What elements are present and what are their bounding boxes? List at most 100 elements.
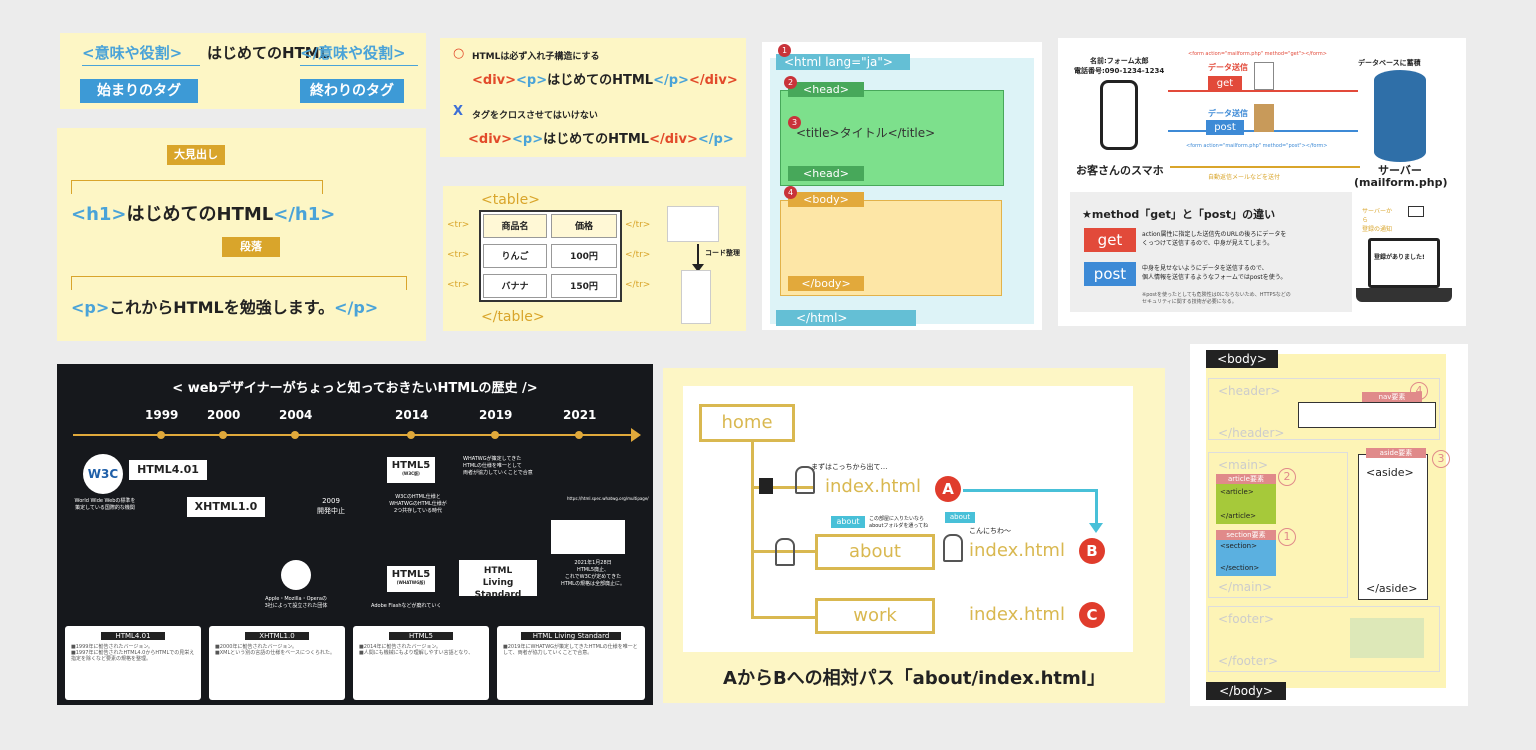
h1-open-tag: <h1> xyxy=(71,204,127,225)
walking-person-icon xyxy=(775,538,795,566)
code-thumbnail xyxy=(667,206,719,242)
html5-sub: (W3C版) xyxy=(402,471,420,476)
footer-open-tag: <footer> xyxy=(1218,612,1275,626)
panel-relative-path: home about work index.html A index.html … xyxy=(663,368,1165,703)
post-description: 中身を見せないようにデータを送信するので、 個人情報を送信するようなフォームでは… xyxy=(1142,265,1287,281)
method-diff-title: ★method「get」と「post」の違い xyxy=(1082,208,1276,221)
tr-tag: <tr> xyxy=(447,280,470,290)
code-thumbnail xyxy=(681,270,711,324)
whatwg-agreement-note: WHATWGが策定してきた HTMLの仕様を唯一として 両者が協力していくことで… xyxy=(463,456,533,476)
form-post-code: <form action="mailform.php" method="post… xyxy=(1186,143,1328,149)
year-label: 2021 xyxy=(563,408,597,422)
marker-a: A xyxy=(935,476,961,502)
get-description: action属性に指定した送信先のURLの後ろにデータを くっつけて送信するので… xyxy=(1142,231,1287,247)
section-box xyxy=(1216,534,1276,576)
section-open-tag: <section> xyxy=(1220,542,1257,550)
panel-table: <table> </table> <tr> <tr> <tr> </tr> </… xyxy=(443,186,746,331)
walking-person-icon xyxy=(795,466,815,494)
text: はじめてのHTML xyxy=(547,73,654,88)
div-close: </div> xyxy=(649,132,698,147)
history-card: XHTML1.0■2000年に勧告されたバージョン。 ■XMLという別の言語の仕… xyxy=(209,626,345,700)
open-tag-text: <意味や役割> xyxy=(82,44,183,62)
nav-label: nav要素 xyxy=(1362,392,1422,402)
history-title: < webデザイナーがちょっと知っておきたいHTMLの歴史 /> xyxy=(172,381,538,396)
server-label: サーバー xyxy=(1378,164,1422,177)
year-label: 1999 xyxy=(145,408,179,422)
whatwg-description: Apple・Mozilla・Operaの 3社によって設立された団体 xyxy=(264,596,328,609)
aside-close-tag: </aside> xyxy=(1366,582,1418,595)
xhtml-box: XHTML1.0 xyxy=(187,497,265,517)
walk-message: この部屋に入りたいなら aboutフォルダを通ってね xyxy=(869,516,929,529)
nesting-rule-label: HTMLは必ず入れ子構造にする xyxy=(472,52,600,62)
spec-thumbnail xyxy=(551,520,625,554)
html-close-tag: </html> xyxy=(776,310,916,326)
walk-message: まずはこっちから出て… xyxy=(811,463,888,471)
footer-area xyxy=(1208,606,1440,672)
h1-line: <h1>はじめてのHTML</h1> xyxy=(71,200,335,226)
coexist-note: W3CのHTML仕様と WHATWGのHTML仕様が 2つ共存している時代 xyxy=(389,494,447,514)
cross-rule-label: タグをクロスさせてはいけない xyxy=(472,111,598,121)
down-arrow-icon xyxy=(692,264,704,272)
p-line: <p>これからHTMLを勉強します。</p> xyxy=(71,294,378,318)
html5-label: HTML5 xyxy=(391,460,431,471)
bracket xyxy=(71,180,323,194)
get-arrow xyxy=(1168,90,1358,92)
html-open-tag: <html lang="ja"> xyxy=(776,54,910,70)
database-icon xyxy=(1374,70,1426,162)
walking-person-icon xyxy=(943,534,963,562)
table-cell: 価格 xyxy=(551,214,617,238)
html5-sub: (WHATWG版) xyxy=(396,580,426,585)
bracket xyxy=(71,276,407,290)
heading-label: 大見出し xyxy=(167,145,225,165)
wrong-example: <div><p>はじめてのHTML</div></p> xyxy=(468,128,734,147)
card-title: HTML Living Standard xyxy=(521,632,621,640)
timeline-dot xyxy=(491,431,499,439)
tree-line xyxy=(751,550,815,553)
h1-close-tag: </h1> xyxy=(273,204,336,225)
timeline-line xyxy=(73,434,633,436)
table-cell: 100円 xyxy=(551,244,617,268)
table-cell: 150円 xyxy=(551,274,617,298)
history-card: HTML5■2014年に勧告されたバージョン。 ■人間にも機械にもより理解しやす… xyxy=(353,626,489,700)
step-badge: 2 xyxy=(1278,468,1296,486)
card-text: ■1999年に勧告されたバージョン。 ■1997年に勧告されたHTML4.0から… xyxy=(71,644,195,662)
panel-get-post: 名前:フォーム太郎 電話番号:090-1234-1234 お客さんのスマホ <f… xyxy=(1058,38,1466,326)
h1-text: はじめてのHTML xyxy=(126,204,274,225)
div-open: <div> xyxy=(472,73,517,88)
div-close: </div> xyxy=(688,73,738,88)
panel-semantic-layout: <body> </body> <header> </header> nav要素 … xyxy=(1190,344,1468,706)
work-folder: work xyxy=(815,598,935,634)
end-tag-label: 終わりのタグ xyxy=(300,79,404,103)
relative-path-caption: AからBへの相対パス「about/index.html」 xyxy=(723,668,1105,689)
walk-message: こんにちわ〜 xyxy=(969,527,1011,535)
wrong-icon: X xyxy=(453,104,464,119)
p-close: </p> xyxy=(653,73,689,88)
p-open-tag: <p> xyxy=(71,298,110,317)
p-open: <p> xyxy=(512,132,544,147)
whatwg-logo xyxy=(281,560,311,590)
timeline-arrow-icon xyxy=(631,428,641,442)
title-tag: <title>タイトル</title> xyxy=(796,126,936,140)
dev-stop-label: 2009 開発中止 xyxy=(317,497,345,515)
header-close-tag: </header> xyxy=(1218,426,1285,440)
p-open: <p> xyxy=(516,73,548,88)
step-badge: 3 xyxy=(788,116,801,129)
panel-tag-structure: <意味や役割> はじめてのHTML </意味や役割> 始まりのタグ 終わりのタグ xyxy=(60,33,426,109)
tr-tag: <tr> xyxy=(447,220,470,230)
timeline-dot xyxy=(219,431,227,439)
about-folder: about xyxy=(815,534,935,570)
head-close-tag: <head> xyxy=(788,166,864,181)
article-label: article要素 xyxy=(1216,474,1276,484)
laptop-base xyxy=(1356,288,1452,302)
tree-line xyxy=(751,616,815,619)
marker-b: B xyxy=(1079,538,1105,564)
laptop-message: 登録がありました! xyxy=(1374,254,1425,261)
return-arrow xyxy=(1170,166,1360,168)
flash-note: Adobe Flashなどが廃れていく xyxy=(371,603,442,609)
footer-nav-box xyxy=(1350,618,1424,658)
div-open: <div> xyxy=(468,132,513,147)
history-card: HTML4.01■1999年に勧告されたバージョン。 ■1997年に勧告されたH… xyxy=(65,626,201,700)
sample-tel: 電話番号:090-1234-1234 xyxy=(1074,67,1165,75)
aside-box xyxy=(1358,454,1428,600)
notify-label: サーバーから 登録の通知 xyxy=(1362,208,1393,233)
